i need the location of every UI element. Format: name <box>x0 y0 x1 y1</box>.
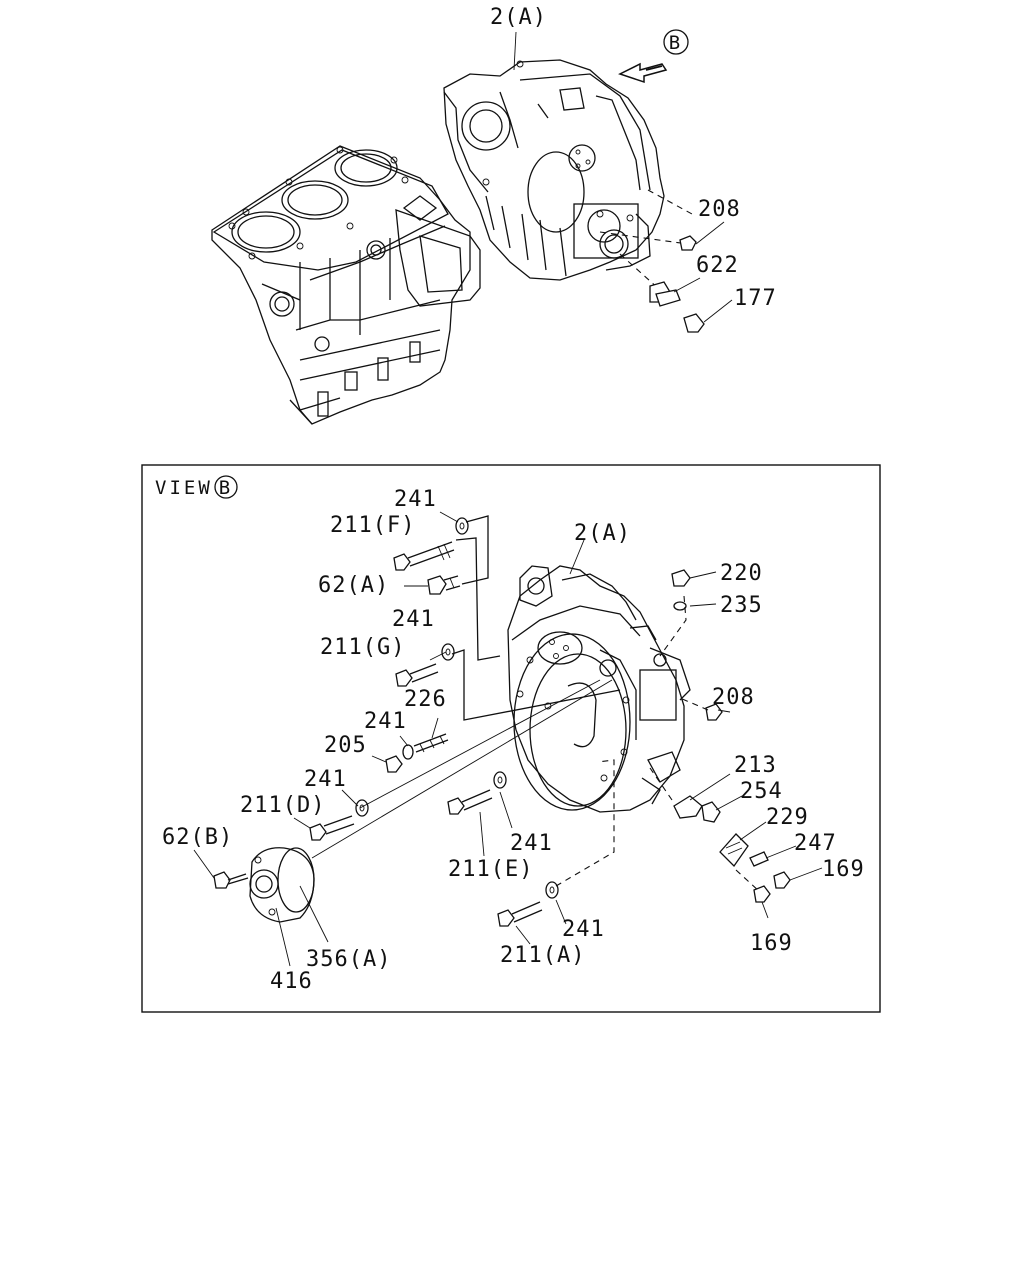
top-leader-lines <box>513 31 733 323</box>
label-247: 247 <box>794 831 837 856</box>
label-205: 205 <box>324 733 367 758</box>
label-177: 177 <box>734 286 777 311</box>
view-direction-arrow: B <box>618 29 689 84</box>
label-241-a: 241 <box>394 487 437 512</box>
label-62A: 62(A) <box>318 573 389 598</box>
label-208-top: 208 <box>698 197 741 222</box>
cover-plate-drawing <box>213 847 315 923</box>
label-226: 226 <box>404 687 447 712</box>
label-211E: 211(E) <box>448 857 533 882</box>
label-62B: 62(B) <box>162 825 233 850</box>
view-b-frame <box>141 464 881 1013</box>
view-b-panel: VIEW B <box>141 464 881 1013</box>
label-241-b: 241 <box>392 607 435 632</box>
engine-block-drawing <box>211 145 481 425</box>
label-241-c: 241 <box>364 709 407 734</box>
label-241-f: 241 <box>562 917 605 942</box>
top-assembly: B 2(A) 208 622 177 <box>211 5 777 425</box>
label-211D: 211(D) <box>240 793 325 818</box>
label-622: 622 <box>696 253 739 278</box>
top-small-parts <box>649 235 705 333</box>
label-169-a: 169 <box>822 857 865 882</box>
label-241-d: 241 <box>304 767 347 792</box>
label-211G: 211(G) <box>320 635 405 660</box>
label-229: 229 <box>766 805 809 830</box>
view-marker-letter: B <box>219 477 233 499</box>
label-356A: 356(A) <box>306 947 391 972</box>
label-208-view: 208 <box>712 685 755 710</box>
label-235: 235 <box>720 593 763 618</box>
label-220: 220 <box>720 561 763 586</box>
label-169-b: 169 <box>750 931 793 956</box>
label-211A: 211(A) <box>500 943 585 968</box>
label-2A-view: 2(A) <box>574 521 631 546</box>
view-fasteners <box>309 517 791 927</box>
label-213: 213 <box>734 753 777 778</box>
label-241-e: 241 <box>510 831 553 856</box>
label-416: 416 <box>270 969 313 994</box>
label-254: 254 <box>740 779 783 804</box>
view-housing-drawing <box>507 565 691 813</box>
flywheel-housing-drawing <box>443 59 693 291</box>
label-2A-top: 2(A) <box>490 5 547 30</box>
view-alignment-lines <box>311 515 761 893</box>
arrow-marker-letter: B <box>669 32 683 54</box>
label-211F: 211(F) <box>330 513 415 538</box>
view-leader-lines <box>193 511 823 967</box>
view-title: VIEW <box>155 477 213 499</box>
